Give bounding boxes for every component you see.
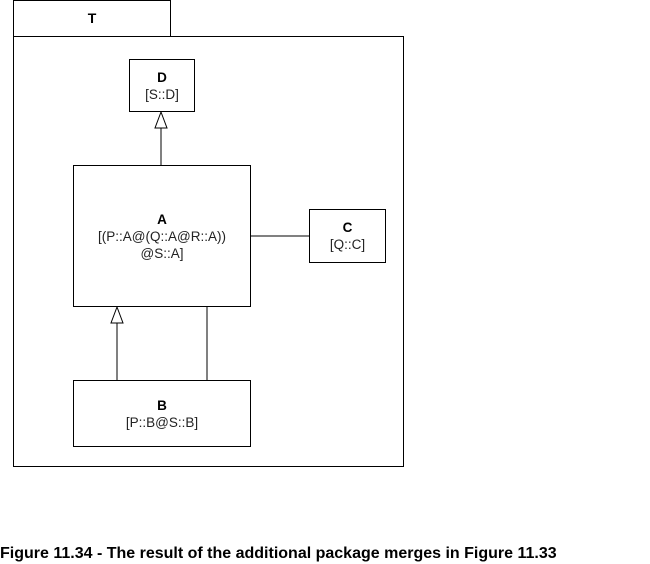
class-d-merge: [S::D] <box>145 86 179 102</box>
package-tab: T <box>13 0 171 37</box>
class-c-name: C <box>342 220 353 235</box>
class-b: B [P::B@S::B] <box>73 380 251 447</box>
class-b-merge: [P::B@S::B] <box>125 414 199 430</box>
class-d: D [S::D] <box>129 59 195 112</box>
package-name: T <box>87 10 97 26</box>
class-a-merge-line2: @S::A] <box>140 245 184 261</box>
class-c: C [Q::C] <box>309 209 386 263</box>
class-a-merge-line1: [(P::A@(Q::A@R::A)) <box>98 228 226 244</box>
figure-caption: Figure 11.34 - The result of the additio… <box>0 545 557 562</box>
class-a: A [(P::A@(Q::A@R::A)) @S::A] <box>73 165 251 307</box>
class-c-merge: [Q::C] <box>329 237 366 252</box>
class-d-name: D <box>157 69 167 85</box>
class-b-name: B <box>157 397 167 413</box>
class-a-name: A <box>157 211 167 227</box>
